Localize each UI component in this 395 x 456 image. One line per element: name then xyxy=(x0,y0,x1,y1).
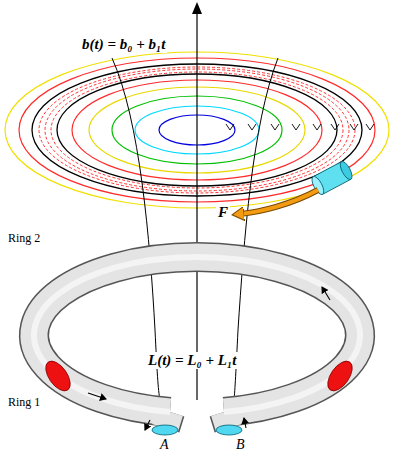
part-name: Ring 2 xyxy=(8,232,40,246)
current-arrows xyxy=(88,287,330,430)
red-band xyxy=(323,357,357,395)
part-name: Ring 1 xyxy=(8,396,40,410)
terminal-name: B xyxy=(236,437,245,453)
terminal-name: A xyxy=(160,437,169,453)
field-line xyxy=(112,58,160,400)
force-label: F xyxy=(216,204,230,221)
axis-line xyxy=(196,10,197,400)
field-line xyxy=(234,58,278,400)
force-arrow xyxy=(240,190,318,214)
red-band xyxy=(41,357,75,395)
current-formula: L(t) = L₀ + L₁t xyxy=(146,352,238,369)
force-arrow-outline xyxy=(240,190,318,214)
lead-cap xyxy=(152,425,178,435)
field-formula: b(t) = b₀ + b₁t xyxy=(80,36,167,53)
flow-marks xyxy=(226,124,374,130)
axis-arrow xyxy=(192,2,202,14)
ring-tube xyxy=(34,257,360,428)
lead-cap xyxy=(216,425,242,435)
